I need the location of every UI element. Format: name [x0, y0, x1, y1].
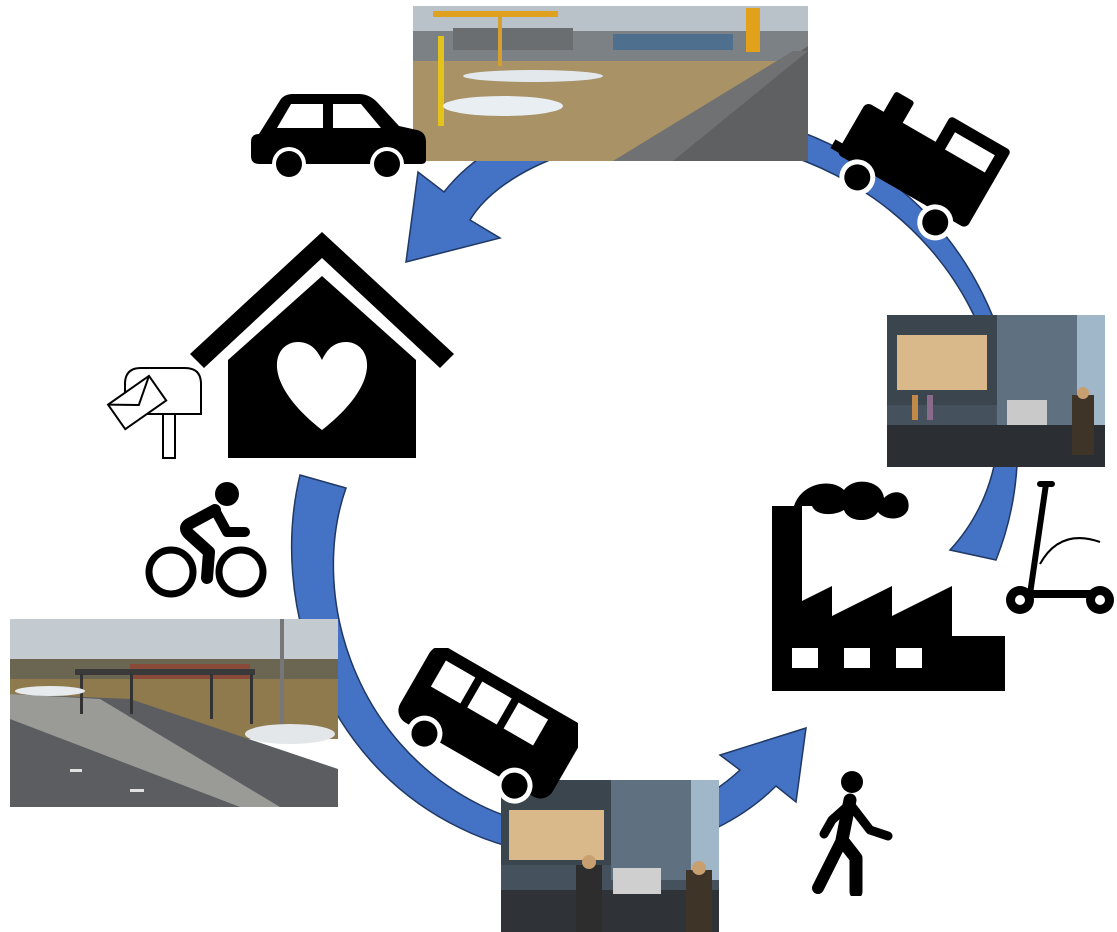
- house-with-heart-icon: [188, 230, 456, 458]
- bus-stop-bike-shelter-photo: [10, 619, 338, 807]
- arrow-home-to-factory: [290, 474, 807, 858]
- electric-scooter-icon: [1000, 478, 1117, 618]
- walking-person-icon: [810, 770, 894, 896]
- bicycle-icon: [145, 480, 267, 598]
- factory-icon: [772, 476, 1005, 691]
- gas-station-road-photo: [413, 6, 808, 161]
- train-icon: [820, 88, 1015, 248]
- mailbox-icon: [105, 362, 205, 460]
- bus-icon: [394, 648, 578, 814]
- car-icon: [249, 92, 426, 182]
- office-building-street-photo: [887, 315, 1105, 467]
- arrow-factory-to-home: [405, 106, 1019, 561]
